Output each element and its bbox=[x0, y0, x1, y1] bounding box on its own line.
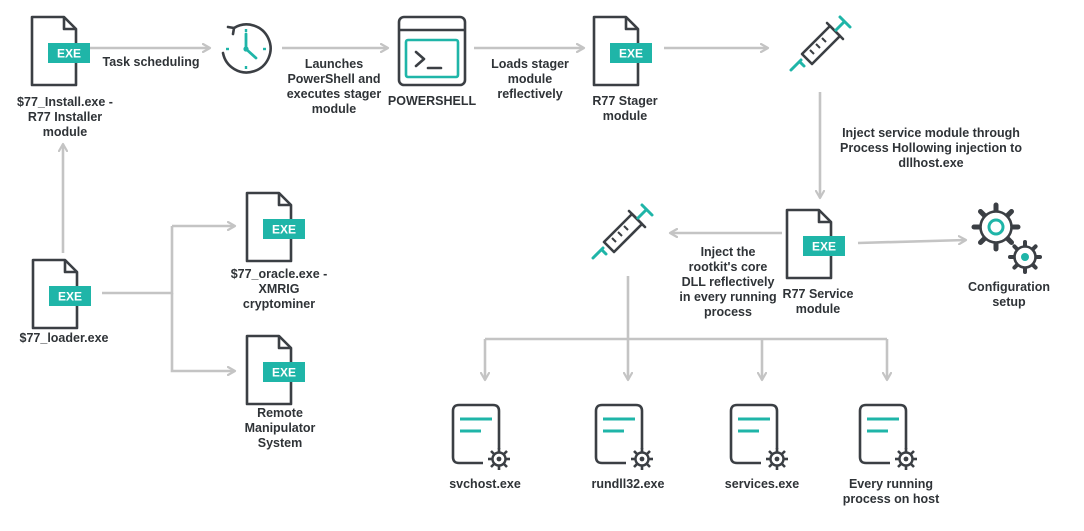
install-label: $77_Install.exe - R77 Installer module bbox=[17, 95, 113, 139]
powershell-label: POWERSHELL bbox=[387, 94, 477, 108]
service-badge-text: EXE bbox=[812, 240, 836, 254]
arrow-loader-branches bbox=[102, 226, 174, 295]
loader-label: $77_loader.exe bbox=[19, 331, 109, 345]
edge-label-launches: Launches PowerShell and executes stager … bbox=[286, 57, 382, 116]
syringe-icon-bottom bbox=[591, 203, 654, 260]
stager-label: R77 Stager module bbox=[592, 94, 658, 123]
gears-icon bbox=[971, 202, 1042, 274]
edge-label-loads: Loads stager module reflectively bbox=[491, 57, 569, 101]
remote-label: Remote Manipulator System bbox=[244, 406, 316, 450]
service-label: R77 Service module bbox=[782, 287, 854, 316]
every-process-icon bbox=[858, 403, 919, 472]
every-label: Every running process on host bbox=[842, 477, 940, 506]
syringe-icon-top bbox=[789, 15, 852, 72]
arrow-service-to-config bbox=[857, 240, 966, 243]
install-badge-text: EXE bbox=[57, 47, 81, 61]
oracle-badge-text: EXE bbox=[272, 223, 296, 237]
svchost-label: svchost.exe bbox=[449, 477, 521, 491]
rundll32-label: rundll32.exe bbox=[591, 477, 665, 491]
remote-exe-icon: EXE bbox=[245, 334, 307, 406]
services-process-icon bbox=[729, 403, 790, 472]
edge-label-task-scheduling: Task scheduling bbox=[102, 55, 200, 69]
loader-exe-icon: EXE bbox=[31, 258, 93, 330]
loader-badge-text: EXE bbox=[58, 290, 82, 304]
stager-exe-icon: EXE bbox=[592, 15, 654, 87]
stager-badge-text: EXE bbox=[619, 47, 643, 61]
services-label: services.exe bbox=[724, 477, 800, 491]
edge-label-inject-rootkit: Inject the rootkit's core DLL reflective… bbox=[679, 245, 777, 319]
install-exe-icon: EXE bbox=[30, 15, 92, 87]
service-exe-icon: EXE bbox=[785, 208, 847, 280]
remote-badge-text: EXE bbox=[272, 366, 296, 380]
edge-label-inject-service: Inject service module through Process Ho… bbox=[840, 126, 1022, 170]
rundll32-process-icon bbox=[594, 403, 655, 472]
clock-icon bbox=[221, 23, 272, 74]
powershell-icon bbox=[397, 15, 467, 87]
arrows bbox=[63, 48, 966, 380]
arrow-loader-to-remote bbox=[170, 293, 235, 371]
config-label: Configuration setup bbox=[968, 280, 1050, 309]
svchost-process-icon bbox=[451, 403, 512, 472]
oracle-label: $77_oracle.exe - XMRIG cryptominer bbox=[230, 267, 328, 311]
oracle-exe-icon: EXE bbox=[245, 191, 307, 263]
